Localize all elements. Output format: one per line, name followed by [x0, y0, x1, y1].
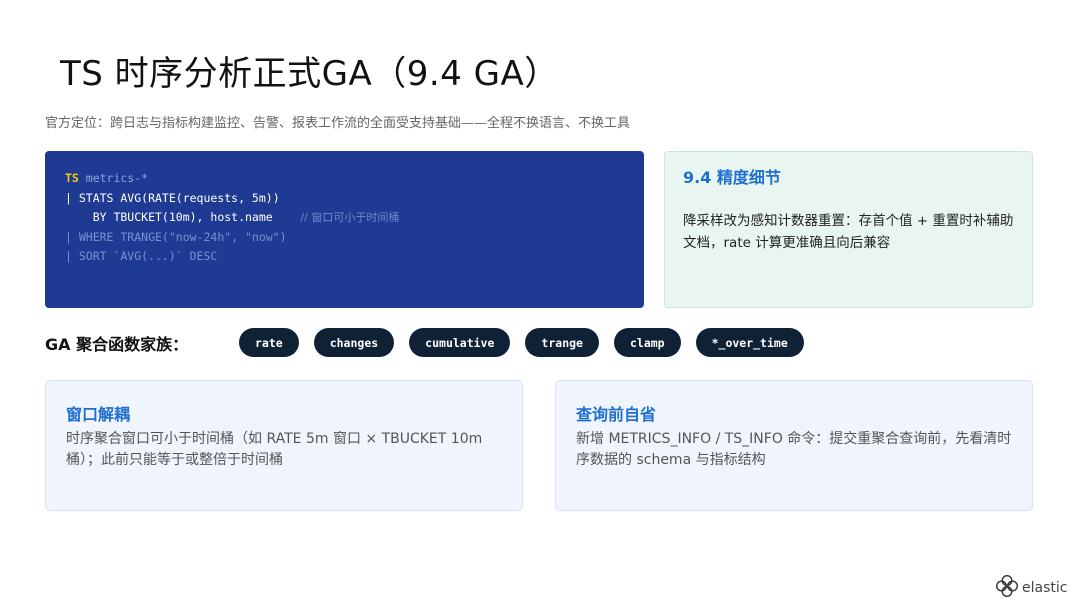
code-line-4: | WHERE TRANGE("now-24h", "now") — [65, 229, 287, 244]
detail-title: 9.4 精度细节 — [683, 168, 781, 187]
page-title: TS 时序分析正式GA（9.4 GA） — [60, 54, 559, 94]
elastic-logo-text: elastic — [1022, 580, 1068, 596]
precision-detail-box: 9.4 精度细节 降采样改为感知计数器重置：存首个值 + 重置时补辅助文档，ra… — [664, 151, 1033, 308]
code-line-5: | SORT `AVG(...)` DESC — [65, 249, 218, 263]
code-line-2: | STATS AVG(RATE(requests, 5m)) — [65, 190, 280, 205]
function-pill-trange: trange — [525, 328, 599, 357]
function-pill-changes: changes — [313, 328, 395, 357]
code-keyword-ts: TS — [65, 171, 79, 185]
code-comment: // 窗口可小于时间桶 — [300, 211, 400, 224]
code-line-3: BY TBUCKET(10m), host.name // 窗口可小于时间桶 — [65, 208, 624, 228]
card-text: 时序聚合窗口可小于时间桶（如 RATE 5m 窗口 × TBUCKET 10m … — [66, 431, 483, 468]
page-subtitle: 官方定位：跨日志与指标构建监控、告警、报表工作流的全面受支持基础——全程不换语言… — [45, 116, 631, 131]
card-title: 查询前自省 — [576, 405, 657, 424]
code-line-1: TS metrics-* — [65, 169, 624, 189]
elastic-logo: elastic — [995, 574, 1067, 602]
function-pill-over-time: *_over_time — [695, 328, 804, 357]
code-index-pattern: metrics-* — [78, 171, 149, 185]
code-line-3-text: BY TBUCKET(10m), host.name — [65, 210, 273, 224]
card-text: 新增 METRICS_INFO / TS_INFO 命令：提交重聚合查询前，先看… — [576, 431, 1012, 468]
code-example-block: TS metrics-*| STATS AVG(RATE(requests, 5… — [45, 151, 644, 308]
function-pill-clamp: clamp — [613, 328, 681, 357]
ga-functions-label: GA 聚合函数家族： — [45, 335, 189, 354]
detail-text: 降采样改为感知计数器重置：存首个值 + 重置时补辅助文档，rate 计算更准确且… — [683, 213, 1014, 251]
card-title: 窗口解耦 — [66, 405, 131, 424]
window-decoupling-card: 窗口解耦 时序聚合窗口可小于时间桶（如 RATE 5m 窗口 × TBUCKET… — [45, 380, 523, 511]
pre-query-introspection-card: 查询前自省 新增 METRICS_INFO / TS_INFO 命令：提交重聚合… — [555, 380, 1033, 511]
function-pill-list: rate changes cumulative trange clamp *_o… — [239, 328, 804, 357]
function-pill-cumulative: cumulative — [409, 328, 511, 357]
function-pill-rate: rate — [239, 328, 299, 357]
elastic-logo-icon — [995, 574, 1019, 602]
